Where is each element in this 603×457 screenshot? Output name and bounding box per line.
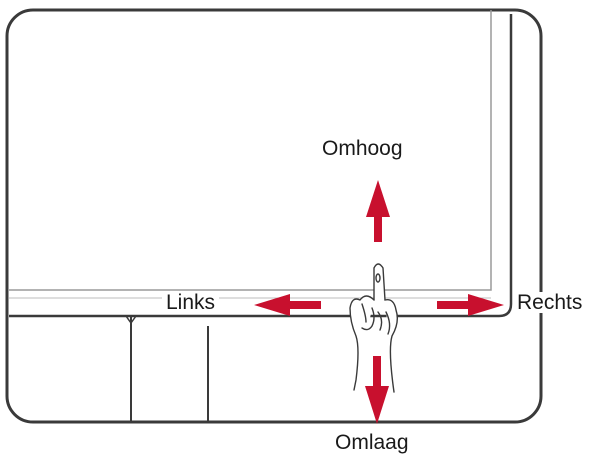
label-right: Rechts (513, 292, 587, 313)
arrow-right-icon (437, 294, 504, 316)
arrow-left-icon (254, 294, 321, 316)
screen-inner-edge (9, 10, 492, 291)
label-left: Links (162, 292, 220, 313)
label-down: Omlaag (335, 431, 409, 454)
direction-arrows (254, 180, 504, 424)
screen-inner-edge-2 (9, 14, 513, 318)
display-outer-border (5, 8, 543, 424)
stand-leg-left-notch (125, 315, 137, 325)
arrow-down-icon (365, 356, 389, 424)
label-up: Omhoog (322, 137, 403, 160)
arrow-up-icon (366, 180, 390, 242)
pointing-hand-icon (349, 263, 399, 393)
display-frame (5, 8, 543, 424)
